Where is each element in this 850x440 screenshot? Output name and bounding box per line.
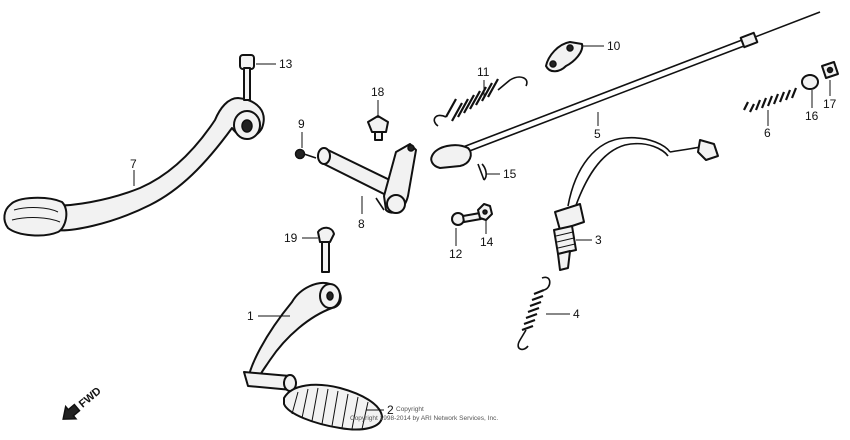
- copyright-notice: Copyright Copyright 1998-2014 by ARI Net…: [350, 406, 498, 422]
- callout-15: 15: [503, 167, 517, 181]
- brake-pedal-part: [3, 97, 265, 237]
- callout-labels: 13 7 9 18 8 11 10 5 15 12 14 3 4 6 16 17…: [130, 39, 837, 417]
- bolt-19-part: [317, 226, 335, 273]
- callout-2: 2: [387, 403, 394, 417]
- cotter-pin-part: [477, 163, 487, 181]
- callout-13: 13: [279, 57, 293, 71]
- callout-3: 3: [595, 233, 602, 247]
- callout-19: 19: [284, 231, 298, 245]
- callout-17: 17: [823, 97, 837, 111]
- callout-6: 6: [764, 126, 771, 140]
- callout-11: 11: [477, 65, 490, 79]
- brake-rod-part: [430, 11, 821, 169]
- callout-4: 4: [573, 307, 580, 321]
- brake-arm-part: [317, 143, 417, 214]
- pivot-bolt-part: [239, 54, 255, 101]
- callout-1: 1: [247, 309, 254, 323]
- callout-14: 14: [480, 235, 494, 249]
- nut-14-part: [477, 203, 493, 221]
- kick-arm-part: [243, 282, 342, 392]
- spring-6-part: [743, 87, 798, 113]
- stop-switch-part: [553, 136, 719, 271]
- fwd-label: FWD: [77, 385, 104, 410]
- callout-10: 10: [607, 39, 621, 53]
- callout-5: 5: [594, 127, 601, 141]
- callout-12: 12: [449, 247, 463, 261]
- end-fitting-17-part: [821, 61, 839, 79]
- callout-18: 18: [371, 85, 385, 99]
- callout-7: 7: [130, 157, 137, 171]
- leader-lines: [133, 45, 831, 411]
- cable-clamp-part: [545, 41, 584, 73]
- switch-spring-part: [517, 276, 551, 351]
- callout-16: 16: [805, 109, 819, 123]
- pin-9-part: [294, 148, 317, 160]
- bolt-12-part: [451, 212, 482, 226]
- forward-arrow-icon: FWD: [62, 385, 104, 420]
- cap-16-part: [801, 74, 819, 90]
- footpeg-rubber-part: [283, 383, 383, 431]
- bolt-18-part: [367, 115, 389, 141]
- copyright-line-1: Copyright: [396, 406, 424, 413]
- callout-8: 8: [358, 217, 365, 231]
- copyright-line-2: Copyright 1998-2014 by ARI Network Servi…: [350, 415, 498, 422]
- callout-9: 9: [298, 117, 305, 131]
- return-spring-11-part: [433, 76, 528, 127]
